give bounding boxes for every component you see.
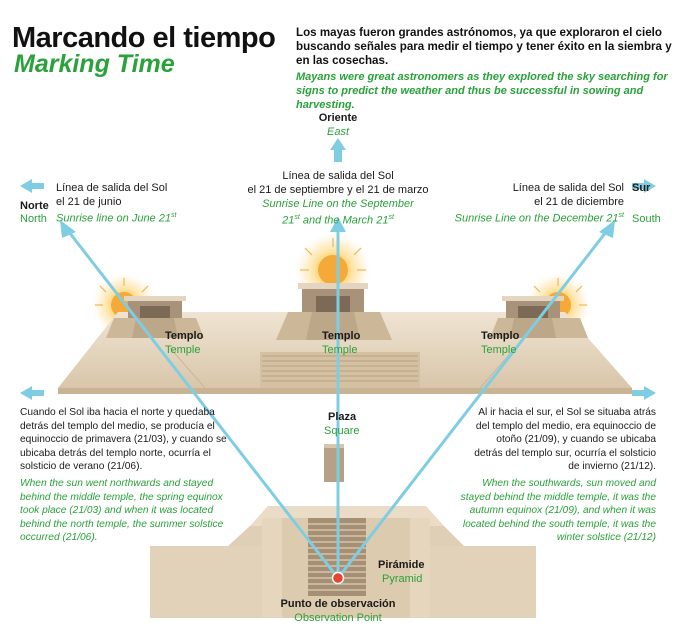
temple-north-label-english: Temple <box>165 344 201 356</box>
temple-middle <box>276 283 392 340</box>
south-sunrise-line-label: Línea de salida del Sol <box>512 182 624 194</box>
ceremonial-platform <box>58 312 632 394</box>
east-label: Oriente <box>318 112 358 124</box>
south-sunrise-line-english: Sunrise Line on the December 21st <box>454 212 624 225</box>
south-arrow-icon <box>632 179 656 193</box>
temple-south-label: Templo <box>481 330 520 342</box>
north-sunrise-line-english: Sunrise line on June 21st <box>56 212 177 225</box>
observation-point-label: Punto de observación <box>280 598 396 610</box>
temple-middle-label: Templo <box>322 330 361 342</box>
observation-point-marker <box>331 571 345 585</box>
intro-text-english: Mayans were great astronomers as they ex… <box>296 71 668 111</box>
plaza-altar <box>324 444 344 482</box>
north-explanation-english: When the sun went northwards and stayed … <box>20 478 224 544</box>
north-sunrise-line-label: Línea de salida del Sol <box>56 182 168 194</box>
east-label-english: East <box>326 126 349 138</box>
plaza-label-english: Square <box>324 425 360 437</box>
south-label: Sur <box>632 182 651 194</box>
sight-lines <box>67 230 608 579</box>
middle-sunrise-dates-english: 21st and the March 21st <box>282 214 394 227</box>
middle-sunrise-date: el 21 de septiembre y el 21 de marzo <box>247 184 429 196</box>
north-label-english: North <box>20 213 47 225</box>
temple-middle-label-english: Temple <box>322 344 358 356</box>
sight-arrowheads <box>60 217 615 238</box>
middle-sunrise-line-english: Sunrise Line on the September <box>262 198 414 210</box>
observation-point-label-english: Observation Point <box>294 612 382 624</box>
north-label: Norte <box>20 200 49 212</box>
south-side-arrow-icon <box>632 386 656 400</box>
page-title-english: Marking Time <box>14 50 175 78</box>
south-label-english: South <box>632 213 661 225</box>
north-arrow-icon <box>20 179 44 193</box>
temple-south-label-english: Temple <box>481 344 517 356</box>
north-explanation: Cuando el Sol iba hacia el norte y queda… <box>20 407 227 473</box>
pyramid-label-english: Pyramid <box>382 573 423 585</box>
north-side-arrow-icon <box>20 386 44 400</box>
middle-sunrise-line-label: Línea de salida del Sol <box>282 170 394 182</box>
intro-text: Los mayas fueron grandes astrónomos, ya … <box>296 26 672 67</box>
north-sunrise-date: el 21 de junio <box>56 196 122 208</box>
temple-north-label: Templo <box>165 330 204 342</box>
south-explanation-english: When the southwards, sun moved and staye… <box>460 478 656 544</box>
plaza-label: Plaza <box>328 411 357 423</box>
page-title: Marcando el tiempo <box>12 22 276 54</box>
south-explanation: Al ir hacia el sur, el Sol se situaba at… <box>474 407 656 473</box>
east-arrow-icon <box>330 138 346 162</box>
pyramid-label: Pirámide <box>378 559 425 571</box>
south-sunrise-date: el 21 de diciembre <box>534 196 624 208</box>
temple-north <box>106 296 204 338</box>
